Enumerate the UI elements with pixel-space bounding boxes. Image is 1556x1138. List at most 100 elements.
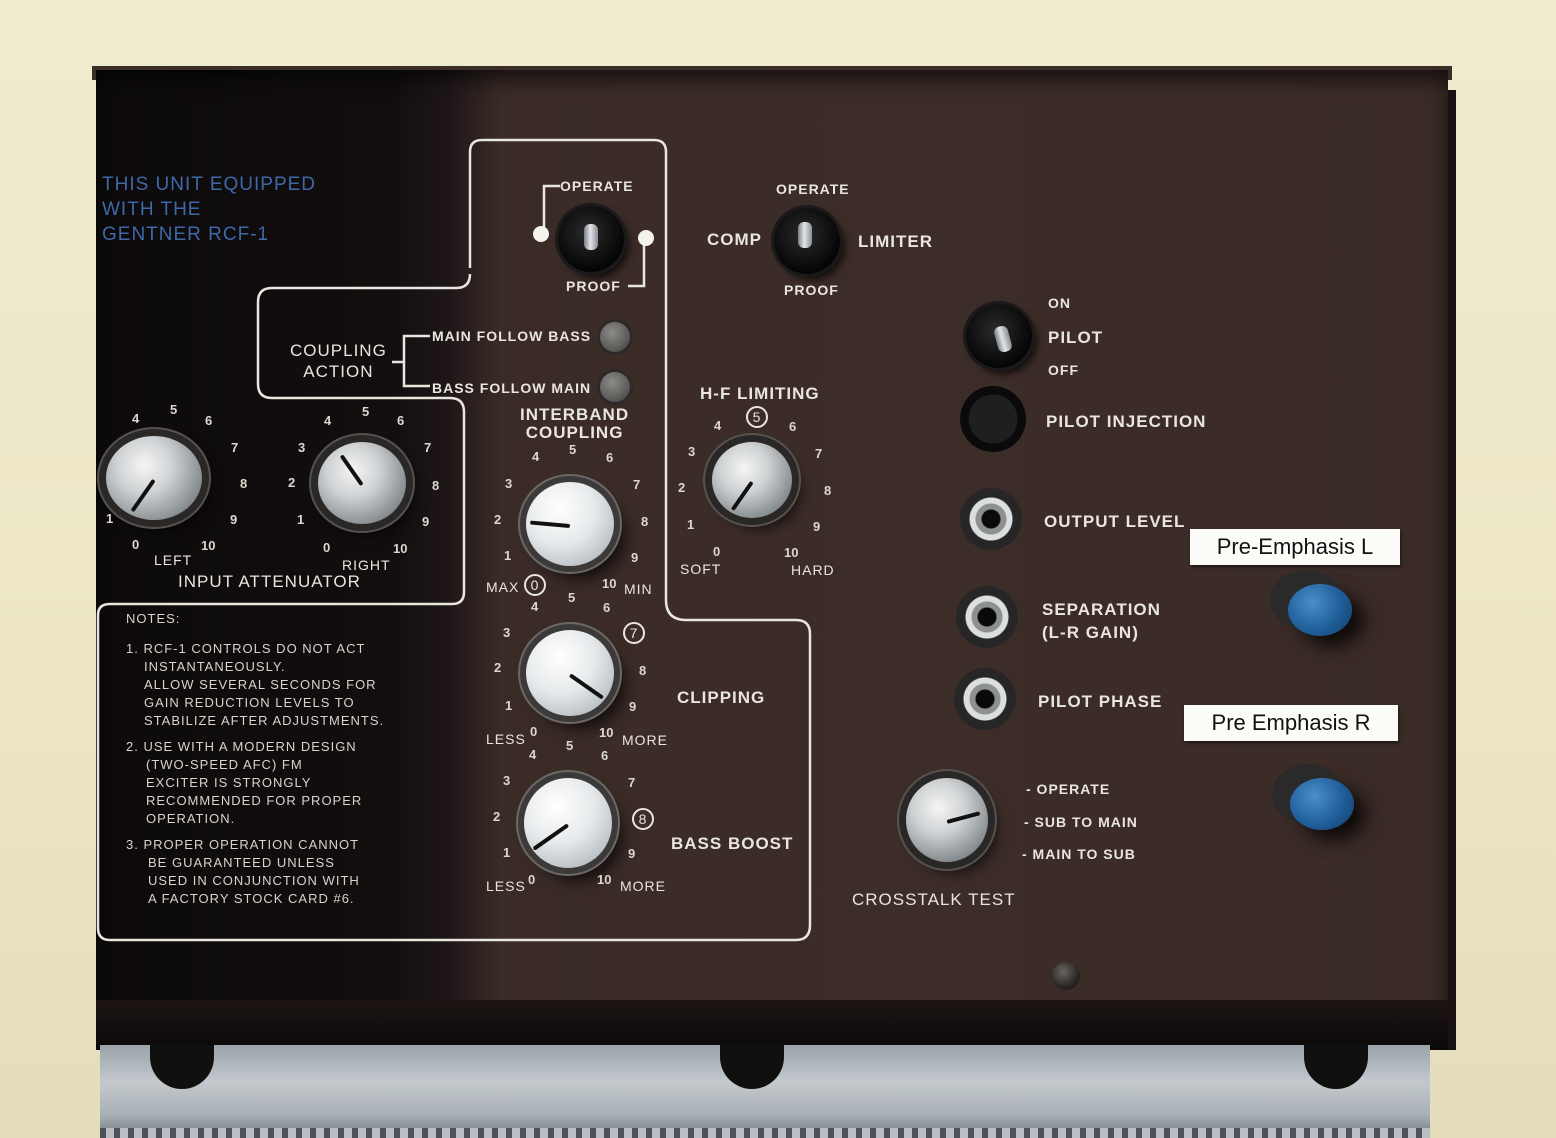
knob-pointer <box>568 673 604 700</box>
dial-scale-number: 7 <box>628 775 636 790</box>
toggle-lever <box>584 224 598 250</box>
dial-scale-number: 10 <box>602 576 617 591</box>
coupling-action-title: COUPLING ACTION <box>290 340 387 382</box>
clipping-title: CLIPPING <box>677 688 766 707</box>
dial-scale-number: 6 <box>789 419 797 434</box>
note-line: A FACTORY STOCK CARD #6. <box>148 891 355 906</box>
dial-scale-number: 1 <box>504 548 512 563</box>
dial-scale-number: 3 <box>298 440 306 455</box>
dial-scale-number: 10 <box>599 725 614 740</box>
comp-limiter-toggle[interactable] <box>774 208 840 274</box>
dial-scale-number: 10 <box>201 538 216 553</box>
knob-pointer <box>730 480 754 511</box>
clipping-more-label: MORE <box>622 732 668 748</box>
interband-title-line: COUPLING <box>525 423 624 442</box>
hf-limiting-knob[interactable] <box>712 442 792 518</box>
operate-proof-toggle[interactable] <box>558 206 624 272</box>
output-level-label: OUTPUT LEVEL <box>1044 512 1186 531</box>
dial-scale-number: 9 <box>422 514 430 529</box>
operate-label: OPERATE <box>560 178 634 194</box>
rcf-notice-line: THIS UNIT EQUIPPED <box>102 174 317 195</box>
comp-proof-label: PROOF <box>784 282 839 298</box>
dial-scale-number: 1 <box>503 845 511 860</box>
bass-follow-main-led <box>600 372 630 402</box>
pilot-phase-pot[interactable] <box>954 668 1016 730</box>
dial-scale-number: 5 <box>170 402 178 417</box>
dial-scale-number: 10 <box>597 872 612 887</box>
dial-scale-number: 3 <box>688 444 696 459</box>
toggle-lever <box>992 324 1014 354</box>
crosstalk-option: - MAIN TO SUB <box>1022 846 1136 862</box>
dial-scale-number: 9 <box>230 512 238 527</box>
dial-scale-number: 2 <box>678 480 686 495</box>
note-line: STABILIZE AFTER ADJUSTMENTS. <box>144 713 385 728</box>
note-line: 3. PROPER OPERATION CANNOT <box>126 837 360 852</box>
dial-scale-number: 1 <box>505 698 513 713</box>
dial-scale-number: 9 <box>629 699 637 714</box>
note-line: RECOMMENDED FOR PROPER <box>146 793 363 808</box>
dial-scale-number: 7 <box>633 477 641 492</box>
dial-scale-number: 3 <box>505 476 513 491</box>
separation-label-line: SEPARATION <box>1042 600 1161 619</box>
note-line: EXCITER IS STRONGLY <box>146 775 312 790</box>
pilot-phase-label: PILOT PHASE <box>1038 692 1163 711</box>
left-label: LEFT <box>154 552 193 568</box>
note-line: ALLOW SEVERAL SECONDS FOR <box>144 677 377 692</box>
dial-scale-number: 10 <box>393 541 408 556</box>
pre-emphasis-r-tape: Pre Emphasis R <box>1184 705 1398 741</box>
knob-pointer <box>339 454 364 487</box>
dial-scale-number: 9 <box>813 519 821 534</box>
notes-block: 1. RCF-1 CONTROLS DO NOT ACT INSTANTANEO… <box>126 640 384 908</box>
panel-right-edge <box>1448 90 1456 1050</box>
panel-screw <box>1052 962 1080 990</box>
bass-boost-knob[interactable] <box>524 778 612 868</box>
dial-scale-number: 9 <box>628 846 636 861</box>
rcf-notice-line: GENTNER RCF-1 <box>102 224 270 245</box>
knob-pointer <box>130 478 156 513</box>
output-level-pot[interactable] <box>960 488 1022 550</box>
note-line: INSTANTANEOUSLY. <box>144 659 286 674</box>
coupling-title-line: ACTION <box>303 362 374 381</box>
dial-scale-number: 4 <box>532 449 540 464</box>
pre-emphasis-r-knob[interactable] <box>1290 778 1354 830</box>
dial-scale-number: 6 <box>397 413 405 428</box>
separation-pot[interactable] <box>956 586 1018 648</box>
limiter-label: LIMITER <box>858 232 933 251</box>
note-line: (TWO-SPEED AFC) FM <box>146 757 303 772</box>
dial-scale-number: 4 <box>529 747 537 762</box>
note-line: GAIN REDUCTION LEVELS TO <box>144 695 355 710</box>
dial-scale-number: 8 <box>639 663 647 678</box>
dial-scale-number: 8 <box>824 483 832 498</box>
input-attenuator-right-knob[interactable] <box>318 442 406 524</box>
hf-hard-label: HARD <box>791 562 835 578</box>
dial-scale-number: 2 <box>288 475 296 490</box>
pilot-toggle[interactable] <box>966 304 1032 368</box>
knob-pointer <box>529 520 571 528</box>
separation-label-line: (L-R GAIN) <box>1042 623 1139 642</box>
pilot-injection-label: PILOT INJECTION <box>1046 412 1207 431</box>
dial-scale-number: 5 <box>568 590 576 605</box>
bass-boost-more-label: MORE <box>620 878 666 894</box>
right-label: RIGHT <box>342 557 391 573</box>
rcf-notice-line: WITH THE <box>102 199 202 220</box>
pilot-injection-control[interactable] <box>960 386 1026 452</box>
hinge-teeth <box>100 1128 1430 1138</box>
dial-scale-number: 2 <box>494 512 502 527</box>
clipping-knob[interactable] <box>526 630 614 716</box>
dial-scale-number: 6 <box>606 450 614 465</box>
dial-scale-number: 0 <box>530 724 538 739</box>
dial-scale-number: 8 <box>432 478 440 493</box>
dial-scale-number: 0 <box>323 540 331 555</box>
crosstalk-test-knob[interactable] <box>906 778 988 862</box>
bass-boost-title: BASS BOOST <box>671 834 794 853</box>
input-attenuator-left-knob[interactable] <box>106 436 202 520</box>
interband-coupling-knob[interactable] <box>526 482 614 566</box>
pilot-off-label: OFF <box>1048 362 1079 378</box>
interband-marker: 0 <box>524 574 546 596</box>
dial-scale-number: 7 <box>815 446 823 461</box>
pre-emphasis-l-knob[interactable] <box>1288 584 1352 636</box>
crosstalk-option: - SUB TO MAIN <box>1024 814 1138 830</box>
notes-heading: NOTES: <box>126 611 181 626</box>
rcf-notice: THIS UNIT EQUIPPED WITH THE GENTNER RCF-… <box>102 172 316 247</box>
